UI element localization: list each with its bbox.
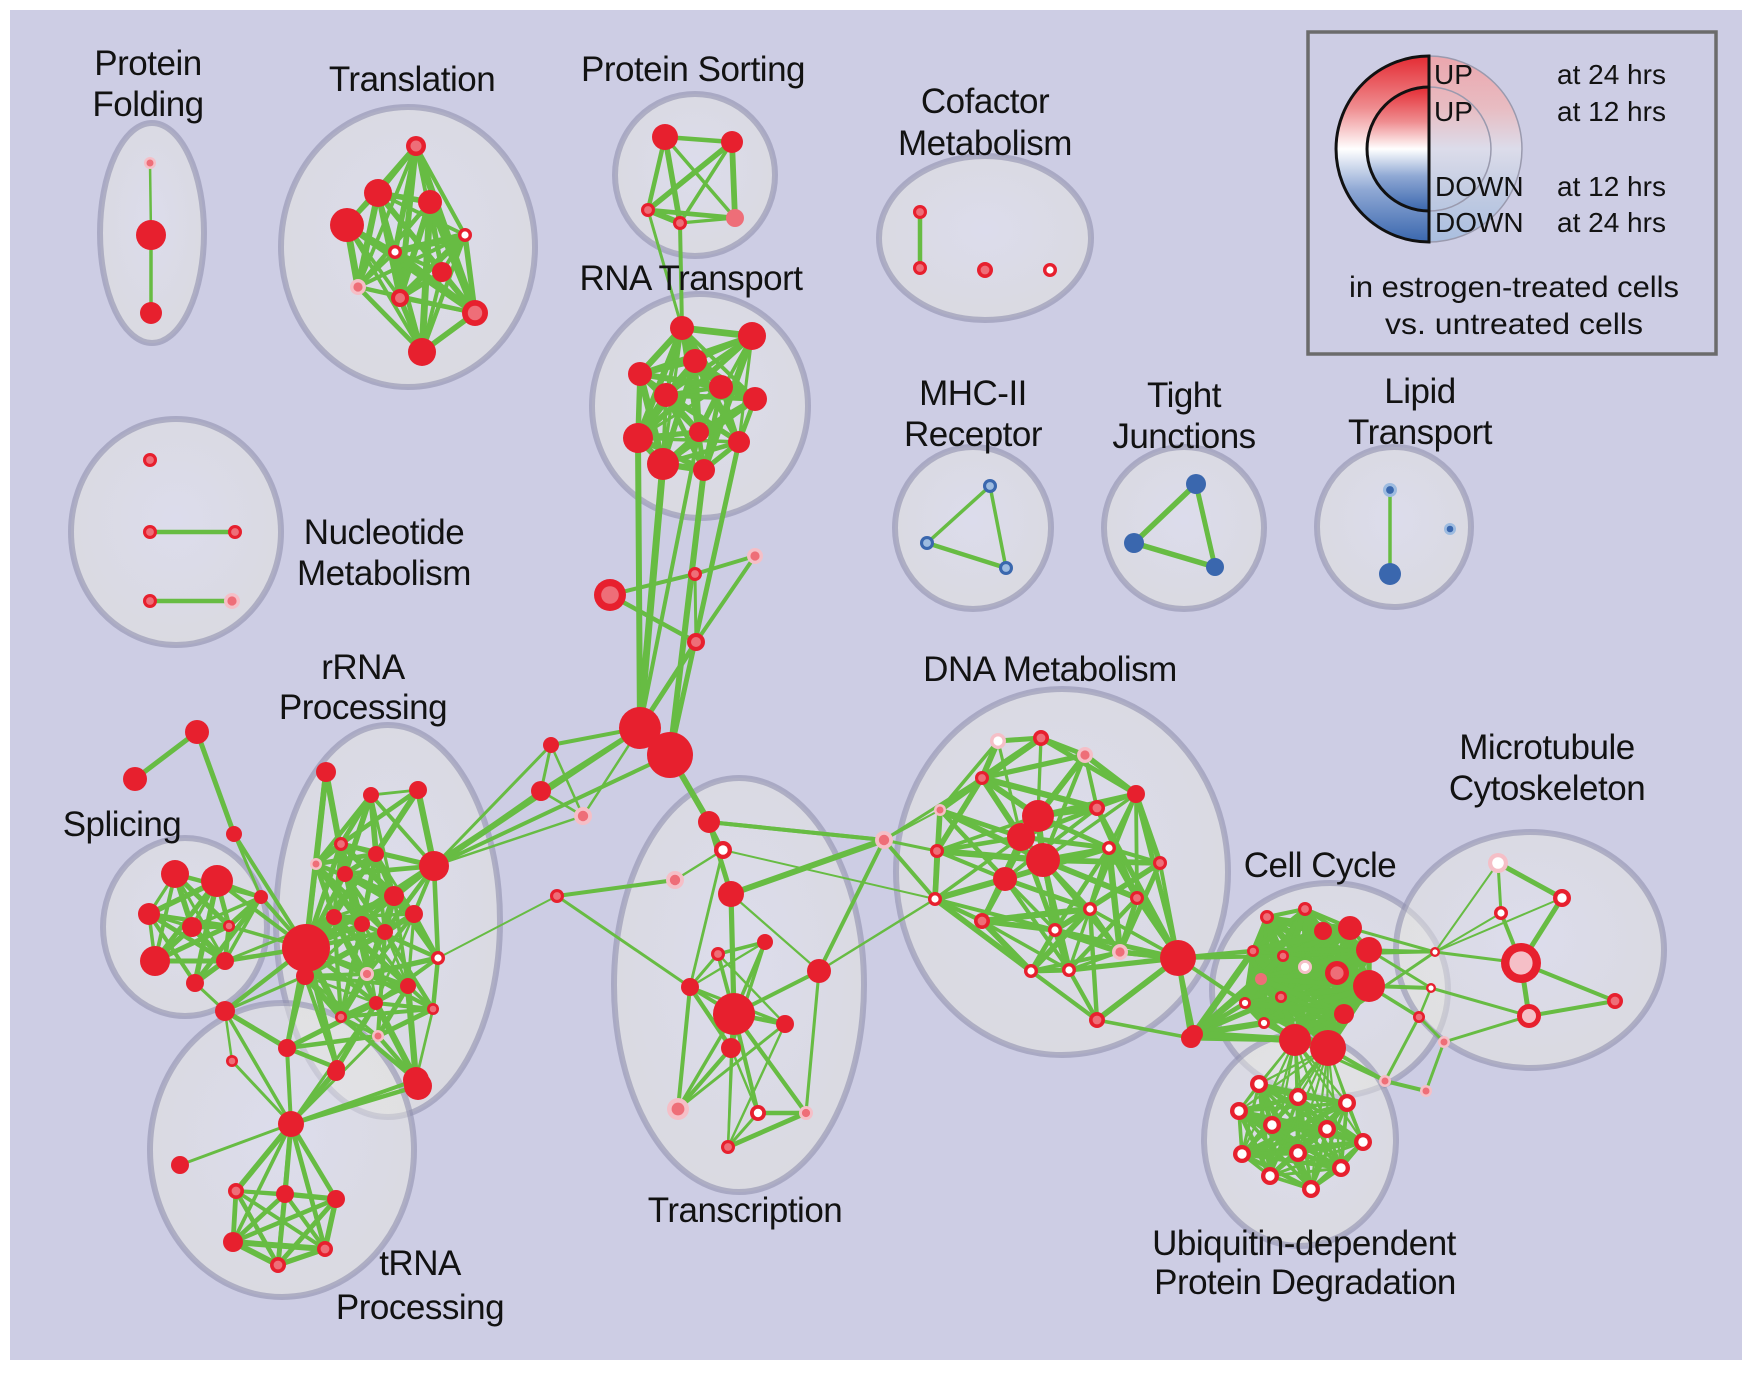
svg-text:Cytoskeleton: Cytoskeleton bbox=[1449, 769, 1645, 808]
svg-text:Tight: Tight bbox=[1147, 376, 1222, 415]
svg-text:Translation: Translation bbox=[329, 60, 495, 99]
svg-text:in estrogen-treated cells: in estrogen-treated cells bbox=[1349, 271, 1679, 304]
svg-text:Cofactor: Cofactor bbox=[921, 82, 1050, 121]
svg-text:Transport: Transport bbox=[1348, 413, 1493, 452]
svg-text:vs. untreated cells: vs. untreated cells bbox=[1385, 308, 1643, 341]
svg-text:Cell Cycle: Cell Cycle bbox=[1244, 846, 1397, 885]
svg-text:RNA Transport: RNA Transport bbox=[579, 259, 803, 298]
svg-text:at 24 hrs: at 24 hrs bbox=[1557, 59, 1666, 90]
svg-text:tRNA: tRNA bbox=[379, 1244, 462, 1283]
svg-text:Processing: Processing bbox=[336, 1288, 504, 1327]
svg-text:at 24 hrs: at 24 hrs bbox=[1557, 207, 1666, 238]
svg-text:Transcription: Transcription bbox=[648, 1191, 843, 1230]
svg-text:UP: UP bbox=[1434, 59, 1473, 90]
svg-text:Protein: Protein bbox=[94, 44, 201, 83]
svg-text:Metabolism: Metabolism bbox=[898, 124, 1072, 163]
svg-text:Ubiquitin-dependent: Ubiquitin-dependent bbox=[1152, 1224, 1457, 1263]
svg-text:Receptor: Receptor bbox=[904, 415, 1043, 454]
svg-text:DOWN: DOWN bbox=[1435, 207, 1524, 238]
svg-text:Folding: Folding bbox=[92, 85, 203, 124]
svg-text:rRNA: rRNA bbox=[321, 648, 406, 687]
svg-text:at 12 hrs: at 12 hrs bbox=[1557, 171, 1666, 202]
svg-text:Metabolism: Metabolism bbox=[297, 554, 471, 593]
svg-text:Junctions: Junctions bbox=[1112, 417, 1255, 456]
svg-text:Splicing: Splicing bbox=[63, 805, 182, 844]
svg-text:Processing: Processing bbox=[279, 688, 447, 727]
svg-text:Lipid: Lipid bbox=[1384, 372, 1455, 411]
svg-text:DOWN: DOWN bbox=[1435, 171, 1524, 202]
svg-text:MHC-II: MHC-II bbox=[919, 374, 1027, 413]
svg-text:Protein Sorting: Protein Sorting bbox=[581, 50, 805, 89]
svg-text:Protein Degradation: Protein Degradation bbox=[1154, 1263, 1456, 1302]
svg-text:DNA Metabolism: DNA Metabolism bbox=[923, 650, 1177, 689]
svg-text:at 12 hrs: at 12 hrs bbox=[1557, 96, 1666, 127]
svg-text:Microtubule: Microtubule bbox=[1459, 728, 1634, 767]
svg-text:UP: UP bbox=[1434, 96, 1473, 127]
svg-text:Nucleotide: Nucleotide bbox=[304, 513, 464, 552]
